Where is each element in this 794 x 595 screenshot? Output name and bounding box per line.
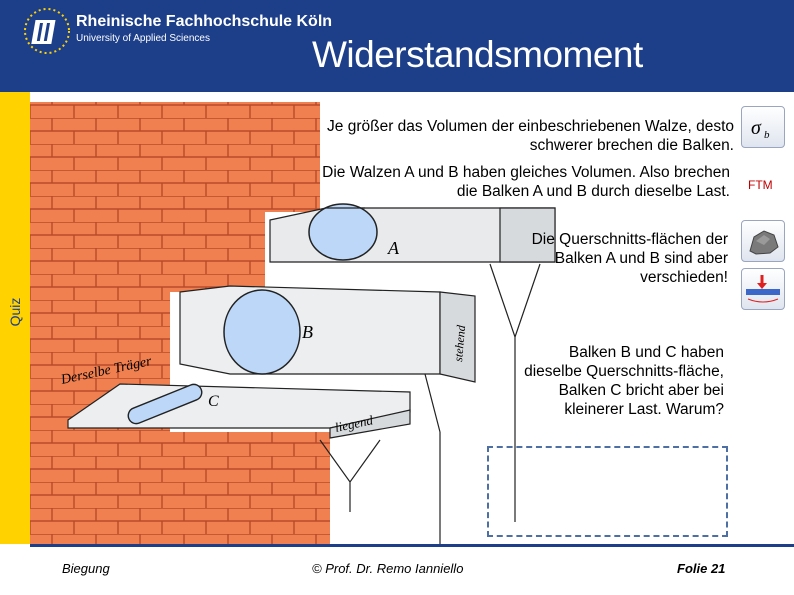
label-stehend: stehend [451,324,468,363]
statement-equal-volume: Die Walzen A und B haben gleiches Volume… [322,164,730,200]
university-logo [24,8,70,54]
label-c: C [208,393,219,410]
cylinder-c [127,383,203,425]
beam-load-icon[interactable] [741,268,785,310]
rock-icon[interactable] [741,220,785,262]
quiz-question: Balken B und C haben dieselbe Querschnit… [524,344,724,418]
header-banner: Rheinische Fachhochschule Köln Universit… [0,0,794,92]
cylinder-a [308,203,378,261]
sigma-b-icon[interactable]: σ b [741,106,785,148]
statement-volume: Je größer das Volumen der einbeschrieben… [327,118,734,154]
answer-box[interactable] [487,446,728,537]
svg-text:b: b [764,129,770,141]
footer-divider [30,544,794,547]
slide-title: Widerstandsmoment [312,34,643,75]
svg-text:σ: σ [751,117,762,139]
cylinder-b [223,289,301,375]
university-name: Rheinische Fachhochschule Köln [76,13,333,30]
brick-wall [30,102,330,544]
statement-cross-section: Die Querschnitts-flächen der Balken A un… [531,231,728,286]
footer-topic: Biegung [62,561,110,576]
label-a: A [387,238,400,258]
university-subtitle: University of Applied Sciences [76,33,210,44]
footer-slide-number: Folie 21 [677,561,726,576]
label-b: B [302,322,313,342]
footer-copyright: © Prof. Dr. Remo Ianniello [312,561,464,576]
ftm-link[interactable]: FTM [748,178,773,192]
quiz-sidebar [0,92,30,544]
beam-illustration: A B stehend Derselbe Träger C liegend [30,102,556,544]
quiz-label: Quiz [7,297,23,327]
